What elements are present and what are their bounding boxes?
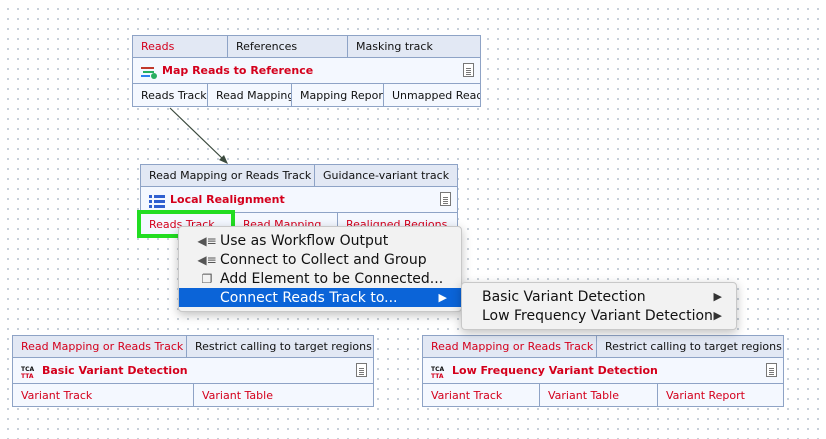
svg-text:TCA: TCA xyxy=(431,366,444,373)
output-variant-track[interactable]: Variant Track xyxy=(423,384,540,406)
map-reads-icon xyxy=(141,64,157,79)
local-realignment-icon xyxy=(149,193,165,208)
input-restrict-calling[interactable]: Restrict calling to target regions xyxy=(597,336,783,357)
menu-item-label: Connect Reads Track to... xyxy=(220,289,398,306)
map-reads-node[interactable]: Reads References Masking track Map Reads… xyxy=(132,35,481,107)
node-title: Local Realignment xyxy=(170,193,285,206)
add-element-icon: ❐ xyxy=(201,271,213,286)
input-reads[interactable]: Reads xyxy=(133,36,228,57)
input-guidance-variant-track[interactable]: Guidance-variant track xyxy=(315,165,457,186)
low-frequency-variant-detection-node[interactable]: Read Mapping or Reads Track Restrict cal… xyxy=(422,335,784,407)
menu-item-label: Add Element to be Connected... xyxy=(220,270,444,287)
basic-variant-detection-node[interactable]: Read Mapping or Reads Track Restrict cal… xyxy=(12,335,374,407)
svg-text:TTA: TTA xyxy=(21,373,34,379)
context-menu[interactable]: ◀≡ Use as Workflow Output ◀≡ Connect to … xyxy=(178,226,462,312)
output-unmapped-reads[interactable]: Unmapped Reads xyxy=(392,88,480,102)
submenu-arrow-icon: ▶ xyxy=(713,290,722,303)
input-masking-track[interactable]: Masking track xyxy=(348,36,480,57)
input-read-mapping-or-reads-track[interactable]: Read Mapping or Reads Track xyxy=(423,336,597,357)
submenu-arrow-icon: ▶ xyxy=(713,309,722,322)
menu-item-label: Use as Workflow Output xyxy=(220,232,389,249)
output-read-mapping[interactable]: Read Mapping xyxy=(208,84,292,106)
output-mapping-report[interactable]: Mapping Report xyxy=(292,84,384,106)
menu-item-label: Basic Variant Detection xyxy=(482,288,646,305)
submenu-item-basic-variant-detection[interactable]: Basic Variant Detection ▶ xyxy=(462,287,736,306)
output-variant-track[interactable]: Variant Track xyxy=(13,384,194,406)
node-title: Map Reads to Reference xyxy=(162,64,314,77)
submenu-item-low-frequency-variant-detection[interactable]: Low Frequency Variant Detection ▶ xyxy=(462,306,736,325)
workflow-output-icon: ◀≡ xyxy=(197,233,217,248)
menu-item-label: Connect to Collect and Group xyxy=(220,251,427,268)
menu-item-connect-to-collect-and-group[interactable]: ◀≡ Connect to Collect and Group xyxy=(179,250,461,269)
node-title: Basic Variant Detection xyxy=(42,364,188,377)
submenu[interactable]: Basic Variant Detection ▶ Low Frequency … xyxy=(461,282,737,330)
output-variant-report[interactable]: Variant Report xyxy=(666,388,745,402)
submenu-arrow-icon: ▶ xyxy=(438,291,447,304)
menu-item-connect-reads-track-to[interactable]: Connect Reads Track to... ▶ xyxy=(179,288,461,307)
document-icon[interactable] xyxy=(356,363,367,377)
document-icon[interactable] xyxy=(440,192,451,206)
collect-group-icon: ◀≡ xyxy=(197,252,217,267)
node-title: Low Frequency Variant Detection xyxy=(452,364,658,377)
input-references[interactable]: References xyxy=(228,36,348,57)
svg-text:TTA: TTA xyxy=(431,373,444,379)
document-icon[interactable] xyxy=(766,363,777,377)
output-reads-track[interactable]: Reads Track xyxy=(133,84,208,106)
menu-item-add-element-to-be-connected[interactable]: ❐ Add Element to be Connected... xyxy=(179,269,461,288)
input-read-mapping-or-reads-track[interactable]: Read Mapping or Reads Track xyxy=(141,165,315,186)
output-variant-table[interactable]: Variant Table xyxy=(202,388,273,402)
input-restrict-calling[interactable]: Restrict calling to target regions xyxy=(187,336,373,357)
document-icon[interactable] xyxy=(463,63,474,77)
input-read-mapping-or-reads-track[interactable]: Read Mapping or Reads Track xyxy=(13,336,187,357)
menu-item-use-as-workflow-output[interactable]: ◀≡ Use as Workflow Output xyxy=(179,231,461,250)
output-variant-table[interactable]: Variant Table xyxy=(540,384,658,406)
svg-text:TCA: TCA xyxy=(21,366,34,373)
menu-item-label: Low Frequency Variant Detection xyxy=(482,307,713,324)
